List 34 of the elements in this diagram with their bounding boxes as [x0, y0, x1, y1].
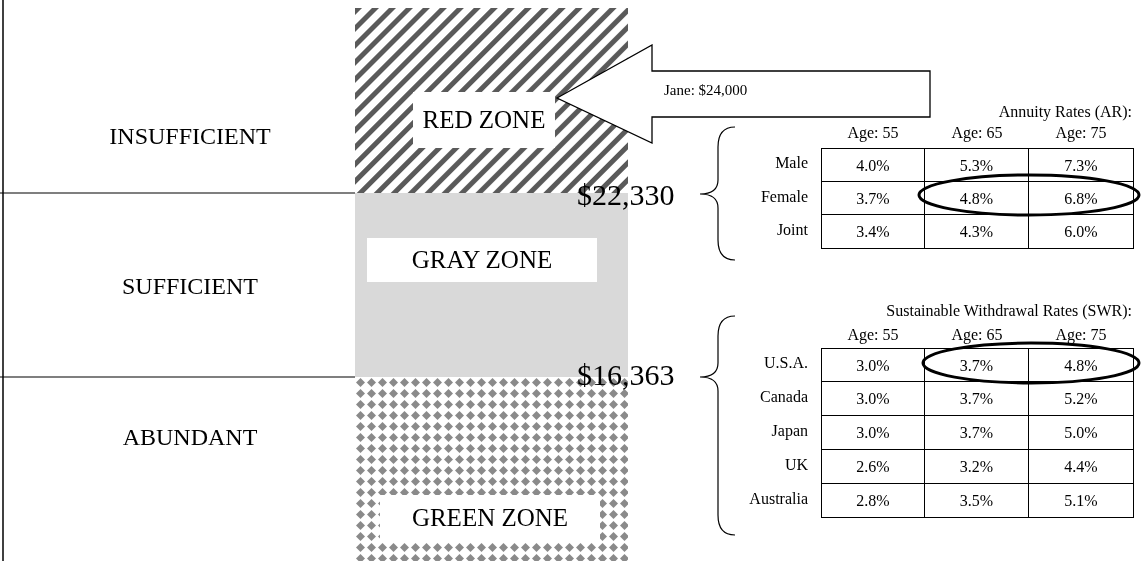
- table-cell: 3.4%: [821, 214, 925, 249]
- zone-description: INSUFFICIENT: [108, 123, 272, 150]
- column-header: Age: 75: [1054, 326, 1108, 344]
- table-title: Annuity Rates (AR):: [997, 103, 1132, 121]
- table-cell: 4.8%: [1028, 348, 1134, 382]
- amount-label: $22,330: [577, 178, 675, 212]
- zone-label: RED ZONE: [413, 92, 555, 148]
- row-header: Joint: [775, 221, 808, 239]
- table-cell: 5.1%: [1028, 483, 1134, 518]
- row-header: Female: [759, 187, 808, 206]
- amount-label: $16,363: [577, 358, 675, 392]
- table-cell: 7.3%: [1028, 148, 1134, 182]
- row-header: U.S.A.: [763, 354, 808, 372]
- row-header: Canada: [759, 388, 808, 406]
- zone-label: GREEN ZONE: [380, 495, 600, 541]
- table-title: Sustainable Withdrawal Rates (SWR):: [885, 302, 1132, 320]
- row-header: Japan: [770, 422, 808, 440]
- column-header: Age: 75: [1054, 124, 1108, 142]
- zone-label: GRAY ZONE: [367, 238, 597, 282]
- row-header: Australia: [748, 490, 808, 508]
- table-cell: 4.0%: [821, 148, 925, 182]
- row-header: Male: [774, 154, 808, 172]
- column-header: Age: 55: [846, 326, 900, 344]
- column-header: Age: 65: [950, 124, 1004, 142]
- zone-description: SUFFICIENT: [121, 273, 259, 300]
- table-cell: 2.8%: [821, 483, 925, 518]
- block-arrow: [556, 44, 932, 144]
- column-header: Age: 55: [846, 124, 900, 142]
- row-header: UK: [783, 456, 808, 474]
- column-header: Age: 65: [950, 326, 1004, 344]
- table-cell: 3.0%: [821, 348, 925, 382]
- zone-description: ABUNDANT: [121, 424, 259, 451]
- arrow-label: Jane: $24,000: [664, 82, 748, 99]
- table-cell: 6.0%: [1028, 214, 1134, 249]
